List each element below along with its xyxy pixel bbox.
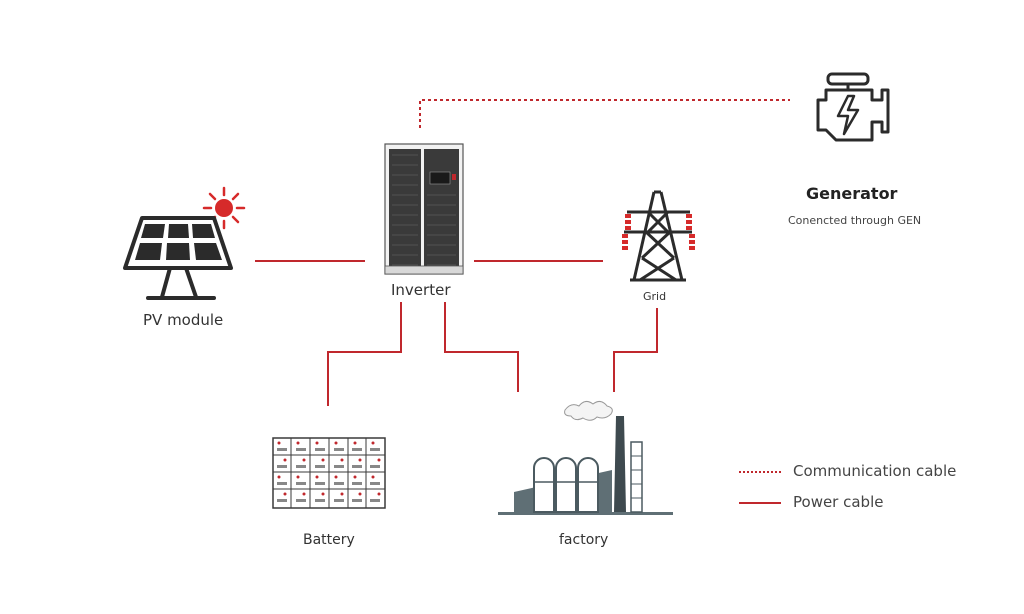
grid-label: Grid — [643, 290, 667, 303]
solar-panel-icon — [123, 186, 246, 300]
legend-power-text: Power cable — [793, 493, 884, 511]
tower-insulators — [622, 214, 695, 250]
power-cables — [255, 260, 658, 406]
inverter-cabinet-icon — [384, 143, 464, 275]
factory-icon — [498, 400, 673, 515]
smoke-icon — [564, 400, 613, 421]
communication-cable-line — [419, 99, 790, 128]
generator-label: Generator — [806, 184, 898, 203]
power-cable-grid-factory — [613, 308, 658, 392]
factory-label: factory — [559, 532, 609, 548]
legend-dotted-line — [739, 471, 781, 473]
generator-engine-icon — [816, 72, 890, 142]
pv-module-label: PV module — [143, 311, 224, 329]
power-cable-inverter-factory — [444, 302, 519, 392]
power-cable-inverter-battery — [327, 302, 402, 406]
battery-label: Battery — [303, 532, 355, 548]
generator-sublabel: Conencted through GEN — [788, 214, 922, 227]
legend-solid-line — [739, 502, 781, 504]
battery-rack-icon — [272, 437, 386, 509]
transmission-tower-icon — [624, 190, 692, 282]
inverter-label: Inverter — [391, 281, 451, 299]
legend-communication-text: Communication cable — [793, 462, 957, 480]
